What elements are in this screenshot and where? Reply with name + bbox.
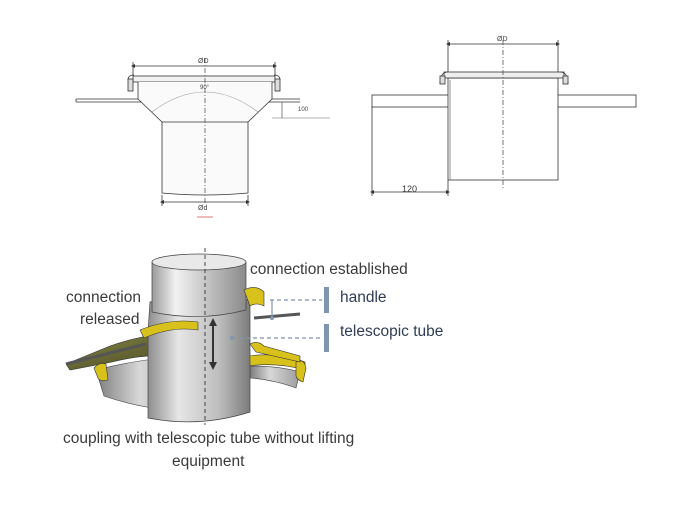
connection-released-label-2: released: [80, 311, 140, 328]
illustration-coupling: [65, 248, 329, 425]
callout-lines: [232, 299, 322, 339]
callout-bar-handle: [324, 287, 329, 313]
left-bottom-diameter-label: Ød: [198, 205, 208, 212]
left-top-diameter-label: ØD: [198, 58, 209, 65]
right-top-diameter-label: ØD: [497, 36, 508, 43]
callout-bar-telescopic: [324, 324, 329, 352]
offset-label: 100: [298, 107, 309, 113]
caption-line-2: equipment: [172, 453, 245, 470]
caption-line-1: coupling with telescopic tube without li…: [63, 430, 355, 447]
length-label: 120: [402, 184, 418, 194]
drawing-left: [75, 58, 330, 218]
telescopic-tube-label: telescopic tube: [340, 323, 444, 340]
drawing-right: [370, 40, 637, 196]
handle-label: handle: [340, 289, 387, 306]
connection-established-label: connection established: [250, 261, 408, 278]
connection-released-label-1: connection: [66, 289, 141, 306]
angle-label: 90°: [200, 85, 210, 91]
